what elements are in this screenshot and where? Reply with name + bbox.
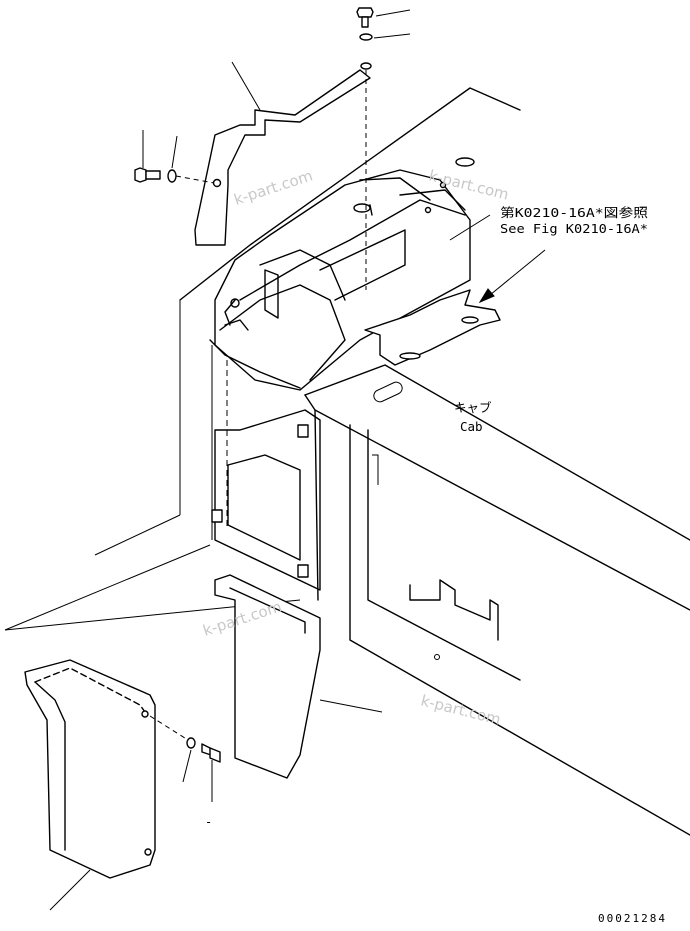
reference-arrow <box>478 249 546 304</box>
callout-mark: - <box>205 815 212 829</box>
leader-lines <box>49 9 491 911</box>
duct-assembly <box>209 157 501 391</box>
lower-bolt <box>149 715 221 763</box>
reference-label: 第K0210-16A*図参照 See Fig K0210-16A* <box>500 205 648 236</box>
side-bolt <box>134 167 215 184</box>
watermark-1: k-part.com <box>232 166 315 208</box>
reference-en-text: See Fig K0210-16A* <box>500 221 648 236</box>
lower-center-cover <box>214 574 321 779</box>
lower-left-cover <box>24 659 156 879</box>
cab-label-en: Cab <box>460 419 483 434</box>
reference-jp-text: 第K0210-16A*図参照 <box>500 205 648 220</box>
floor-outline <box>4 87 521 631</box>
watermark-4: k-part.com <box>419 691 503 728</box>
top-bolt <box>356 7 374 290</box>
cab-label: キャブ Cab <box>454 400 492 434</box>
upper-cover-plate <box>194 69 371 246</box>
inner-panel <box>211 409 321 591</box>
cab-label-jp: キャブ <box>454 400 492 415</box>
figure-number: 00021284 <box>598 912 667 925</box>
cab-frame <box>304 364 690 836</box>
